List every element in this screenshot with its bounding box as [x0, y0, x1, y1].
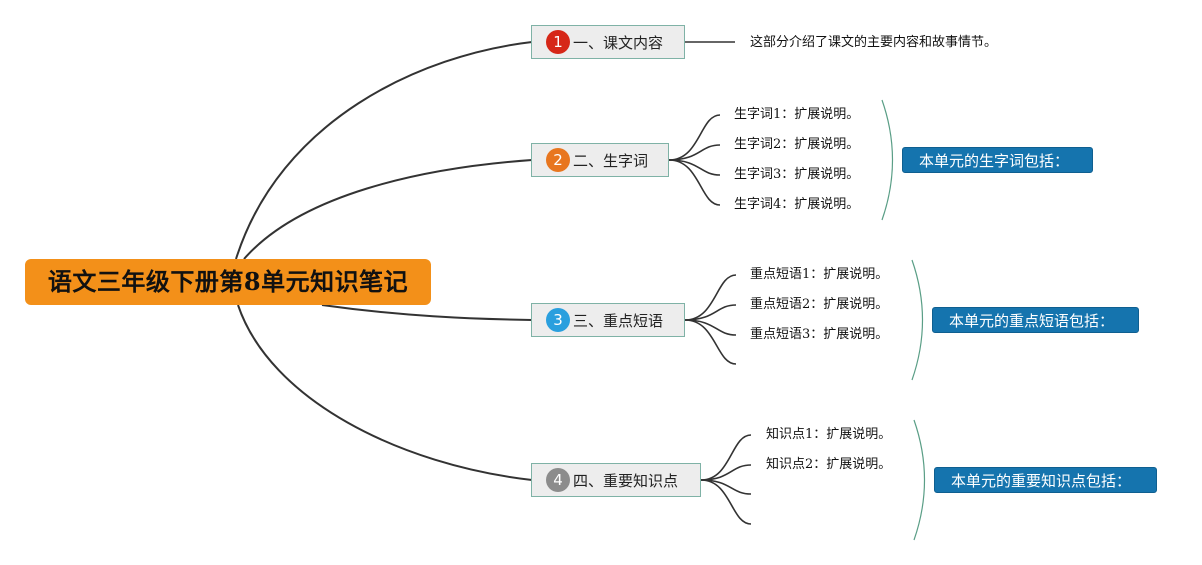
- branch-2-summary[interactable]: 本单元的生字词包括：: [902, 147, 1093, 173]
- number-1-icon: 1: [546, 30, 570, 54]
- bracket-b3: [911, 259, 924, 381]
- branch-4-item-1[interactable]: 知识点1：扩展说明。: [766, 427, 892, 442]
- branch-4-label: 四、重要知识点: [573, 471, 679, 490]
- branch-3-summary[interactable]: 本单元的重点短语包括：: [932, 307, 1139, 333]
- root-topic[interactable]: 语文三年级下册第8单元知识笔记: [25, 259, 431, 305]
- connector-root-b2: [243, 159, 533, 260]
- branch-3-item-3[interactable]: 重点短语3：扩展说明。: [750, 327, 889, 342]
- branch-3-item-1[interactable]: 重点短语1：扩展说明。: [750, 267, 889, 282]
- branch-3-label: 三、重点短语: [573, 311, 664, 330]
- branch-4-node[interactable]: 4 四、重要知识点: [531, 463, 701, 497]
- bracket-b2: [881, 99, 894, 221]
- connector-root-b4: [237, 304, 533, 481]
- number-2-icon: 2: [546, 148, 570, 172]
- branch-1-node[interactable]: 1 一、课文内容: [531, 25, 685, 59]
- branch-2-label: 二、生字词: [573, 151, 649, 170]
- branch-1-label: 一、课文内容: [573, 33, 664, 52]
- connector-root-b3: [321, 304, 533, 321]
- branch-2-item-2[interactable]: 生字词2：扩展说明。: [734, 137, 860, 152]
- connector-root-b1: [235, 41, 533, 260]
- branch-4-item-2[interactable]: 知识点2：扩展说明。: [766, 457, 892, 472]
- number-3-icon: 3: [546, 308, 570, 332]
- branch-3-item-2[interactable]: 重点短语2：扩展说明。: [750, 297, 889, 312]
- branch-2-node[interactable]: 2 二、生字词: [531, 143, 669, 177]
- branch-2-item-1[interactable]: 生字词1：扩展说明。: [734, 107, 860, 122]
- branch-1-description[interactable]: 这部分介绍了课文的主要内容和故事情节。: [750, 35, 998, 50]
- bracket-b4: [913, 419, 926, 541]
- branch-2-item-4[interactable]: 生字词4：扩展说明。: [734, 197, 860, 212]
- branch-2-item-3[interactable]: 生字词3：扩展说明。: [734, 167, 860, 182]
- branch-3-node[interactable]: 3 三、重点短语: [531, 303, 685, 337]
- number-4-icon: 4: [546, 468, 570, 492]
- branch-4-summary[interactable]: 本单元的重要知识点包括：: [934, 467, 1157, 493]
